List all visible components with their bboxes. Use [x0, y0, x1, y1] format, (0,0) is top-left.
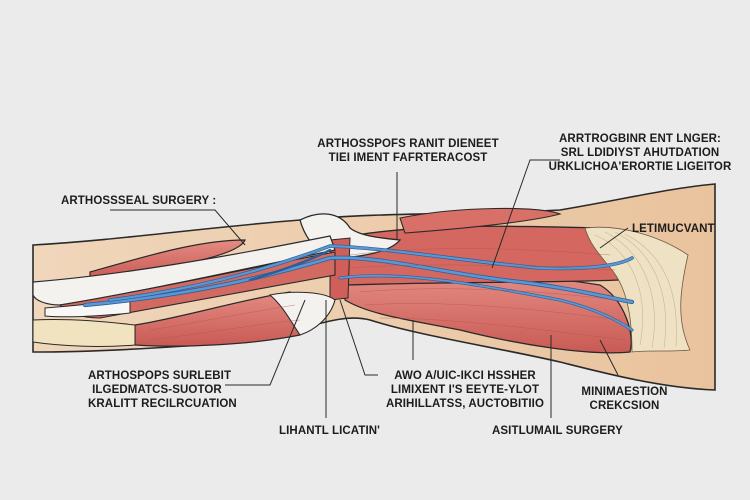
label-right-middle-line-1: LETIMUCVANT [632, 223, 715, 235]
leader-left-upper [110, 209, 246, 246]
label-top-center-line-1: ARTHOSSPOFS RANIT DIENEET [317, 138, 499, 150]
label-top-center: ARTHOSSPOFS RANIT DIENEET TIEI IMENT FAF… [308, 137, 508, 165]
leader-top-right [491, 159, 560, 269]
label-center-lower: AWO A/UIC-IKCI HSSHER LIMIXENT I'S EEYTE… [385, 369, 545, 411]
long-tendon-band [32, 235, 336, 306]
label-left-lower-line-1: ARTHOSPOPS SURLEBIT [88, 370, 232, 382]
blood-vessels [82, 244, 635, 332]
ankle-pad [32, 318, 136, 347]
label-left-upper-line-1: ARTHOSSSEAL SURGERY : [61, 195, 217, 207]
label-right-lower-line-1: MINIMAESTION [581, 386, 668, 398]
leader-center-lower [339, 299, 378, 376]
thigh-muscle-top [399, 207, 562, 234]
leader-right-lower [599, 339, 619, 376]
label-bottom-right-line-1: ASITLUMAIL SURGERY [492, 425, 623, 437]
label-left-lower-line-3: KRALITT RECILRCUATION [88, 398, 237, 410]
label-center-lower-line-1: AWO A/UIC-IKCI HSSHER [394, 370, 536, 382]
label-top-right-line-2: SRL LDIDIYST AHUTDATION [560, 147, 720, 159]
label-center-lower-line-2: LIMIXENT I'S EEYTE-YLOT [390, 384, 540, 396]
label-right-lower: MINIMAESTION CREKCSION [572, 385, 677, 413]
label-bottom-left: LIHANTL LICATIN' [279, 424, 380, 438]
leader-lines [110, 159, 629, 418]
label-left-lower: ARTHOSPOPS SURLEBIT ILGEDMATCS-SUOTOR KR… [88, 369, 237, 411]
label-top-center-line-2: TIEI IMENT FAFRTERACOST [328, 152, 488, 164]
label-right-middle: LETIMUCVANT [632, 222, 715, 236]
leader-right-middle [599, 227, 629, 249]
label-center-lower-line-3: ARIHILLATSS, AUCTOBITIIO [385, 398, 545, 410]
label-top-right: ARRTROGBINR ENT LNGER: SRL LDIDIYST AHUT… [545, 132, 735, 174]
label-right-lower-line-2: CREKCSION [589, 400, 660, 412]
label-top-right-line-1: ARRTROGBINR ENT LNGER: [559, 133, 721, 145]
label-top-right-line-3: URKLICHOA'ERORTIE LIGEITOR [548, 161, 732, 173]
label-bottom-left-line-1: LIHANTL LICATIN' [279, 425, 381, 437]
label-left-upper: ARTHOSSSEAL SURGERY : [61, 194, 216, 208]
label-left-lower-line-2: ILGEDMATCS-SUOTOR [92, 384, 222, 396]
leader-left-lower [225, 299, 306, 386]
label-bottom-right: ASITLUMAIL SURGERY [492, 424, 623, 438]
posterior-knee-tendon [268, 291, 336, 336]
